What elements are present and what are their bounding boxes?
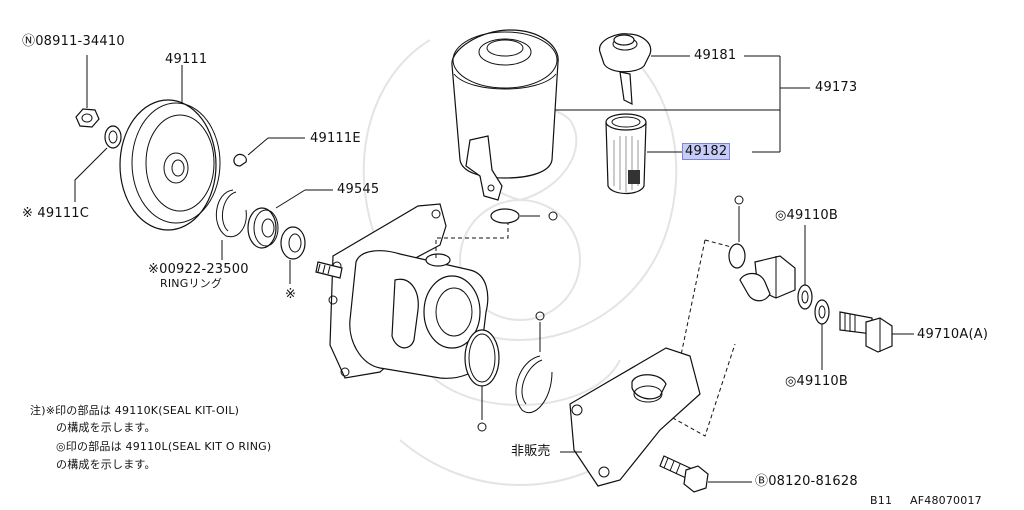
ring-name-callout: RINGリング [160,277,223,290]
pump-snap-ring-part [515,311,553,413]
bracket-bolt-callout: Ⓑ08120-81628 [755,474,858,489]
ring-part-callout: ※00922-23500 [148,262,249,277]
not-sold-callout: 非販売 [511,444,551,459]
washer-bottom-callout: ◎49110B [785,374,849,389]
snap-ring-part [215,189,247,260]
note-line-1: 注)※印の部品は 49110K(SEAL KIT-OIL) [30,404,240,417]
tank-cap-part [599,33,780,106]
washer-49111c-part [74,125,122,202]
footer-code: AF48070017 [910,494,982,507]
note-line-4: の構成を示します。 [56,458,156,471]
note-line-2: の構成を示します。 [56,421,156,434]
banjo-bolt-part [839,311,914,353]
bearing-part [247,189,333,249]
bearing-callout: 49545 [337,182,380,197]
nut-callout: Ⓝ08911-34410 [22,34,125,49]
washer-top-callout: ◎49110B [775,208,839,223]
key-callout: 49111E [310,131,361,146]
reservoir-tank-part [451,29,780,201]
washer-49110b-top-part [797,225,813,310]
filter-part [605,113,682,195]
bracket-bolt-part [659,455,752,493]
pump-body-part [315,203,489,379]
filter-callout-highlighted[interactable]: 49182 [681,143,731,160]
note-line-3: ◎印の部品は 49110L(SEAL KIT O RING) [56,440,272,453]
bracket-plate-part [560,347,701,487]
pulley-part [119,65,221,231]
nut-part [75,55,100,128]
key-part [233,137,305,167]
fitting-part [739,255,796,302]
washer-49110b-bottom-part [814,299,830,370]
cap-callout: 49181 [694,48,737,63]
washer-callout: ※ 49111C [22,206,90,221]
bolt-callout: 49710A(A) [917,327,989,342]
pulley-callout: 49111 [165,52,208,67]
small-o-ring-right-part [728,195,746,269]
footer-page: B11 [870,494,893,507]
assembly-bracket [752,56,810,153]
tank-callout: 49173 [815,80,858,95]
bearing-seal-mark: ※ [285,287,297,302]
o-ring-tank-part [490,208,558,224]
seal-part [280,226,306,284]
pump-o-ring-part [464,329,500,432]
